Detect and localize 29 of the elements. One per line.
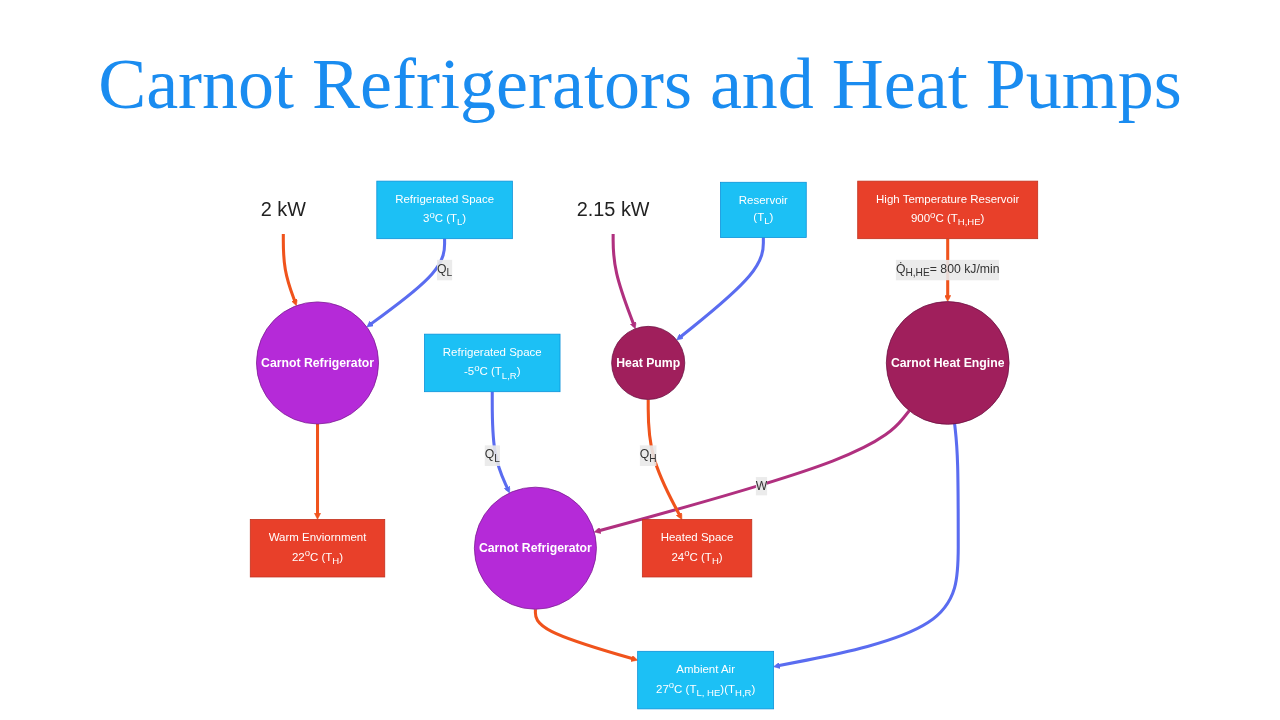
- arrow: [314, 423, 321, 520]
- arrow: [533, 609, 638, 662]
- node-box: Refrigerated Space 3$^{o}$C (T$_{L}$): [376, 180, 513, 240]
- arrow: [593, 409, 911, 534]
- edge-label: Q̇$_{H,HE}$= 800 kJ/min: [895, 262, 1000, 279]
- node-box: Refrigerated Space -5$^{o}$C (T$_{L,R}$): [424, 333, 561, 393]
- arrow: [281, 234, 298, 306]
- node-text: 2 kW: [260, 198, 306, 221]
- edge-label: W: [755, 479, 768, 493]
- node-circle: Carnot Refrigerator: [256, 301, 379, 425]
- node-box: Ambient Air 27$^{o}$C (T$_{L, HE}$)(T$_{H,R}$): [637, 650, 774, 710]
- node-circle: Carnot Heat Engine: [885, 301, 1010, 425]
- node-circle: Carnot Refrigerator: [474, 486, 597, 610]
- arrow: [490, 391, 511, 494]
- node-box: Heated Space 24$^{o}$C (T$_{H}$): [641, 519, 753, 578]
- title: Carnot Refrigerators and Heat Pumps: [98, 47, 1182, 123]
- node-box: High Temperature Reservoir 900$^{o}$C (T$_{H,HE}$): [857, 180, 1039, 240]
- edge-label: Q$_{H}$: [639, 447, 657, 464]
- arrow: [676, 237, 765, 341]
- node-box: Warm Enviornment 22$^{o}$C (T$_{H}$): [249, 519, 386, 578]
- edge-label: Q$_{L}$: [484, 447, 500, 464]
- edge-label: Q$_{L}$: [436, 262, 453, 279]
- arrow: [646, 399, 683, 520]
- node-circle: Heat Pump: [611, 326, 686, 400]
- arrow: [366, 238, 447, 328]
- arrow: [611, 234, 637, 330]
- node-box: Reservoir (T$_{L}$): [720, 181, 807, 238]
- arrow: [773, 423, 960, 669]
- node-text: 2.15 kW: [576, 198, 650, 221]
